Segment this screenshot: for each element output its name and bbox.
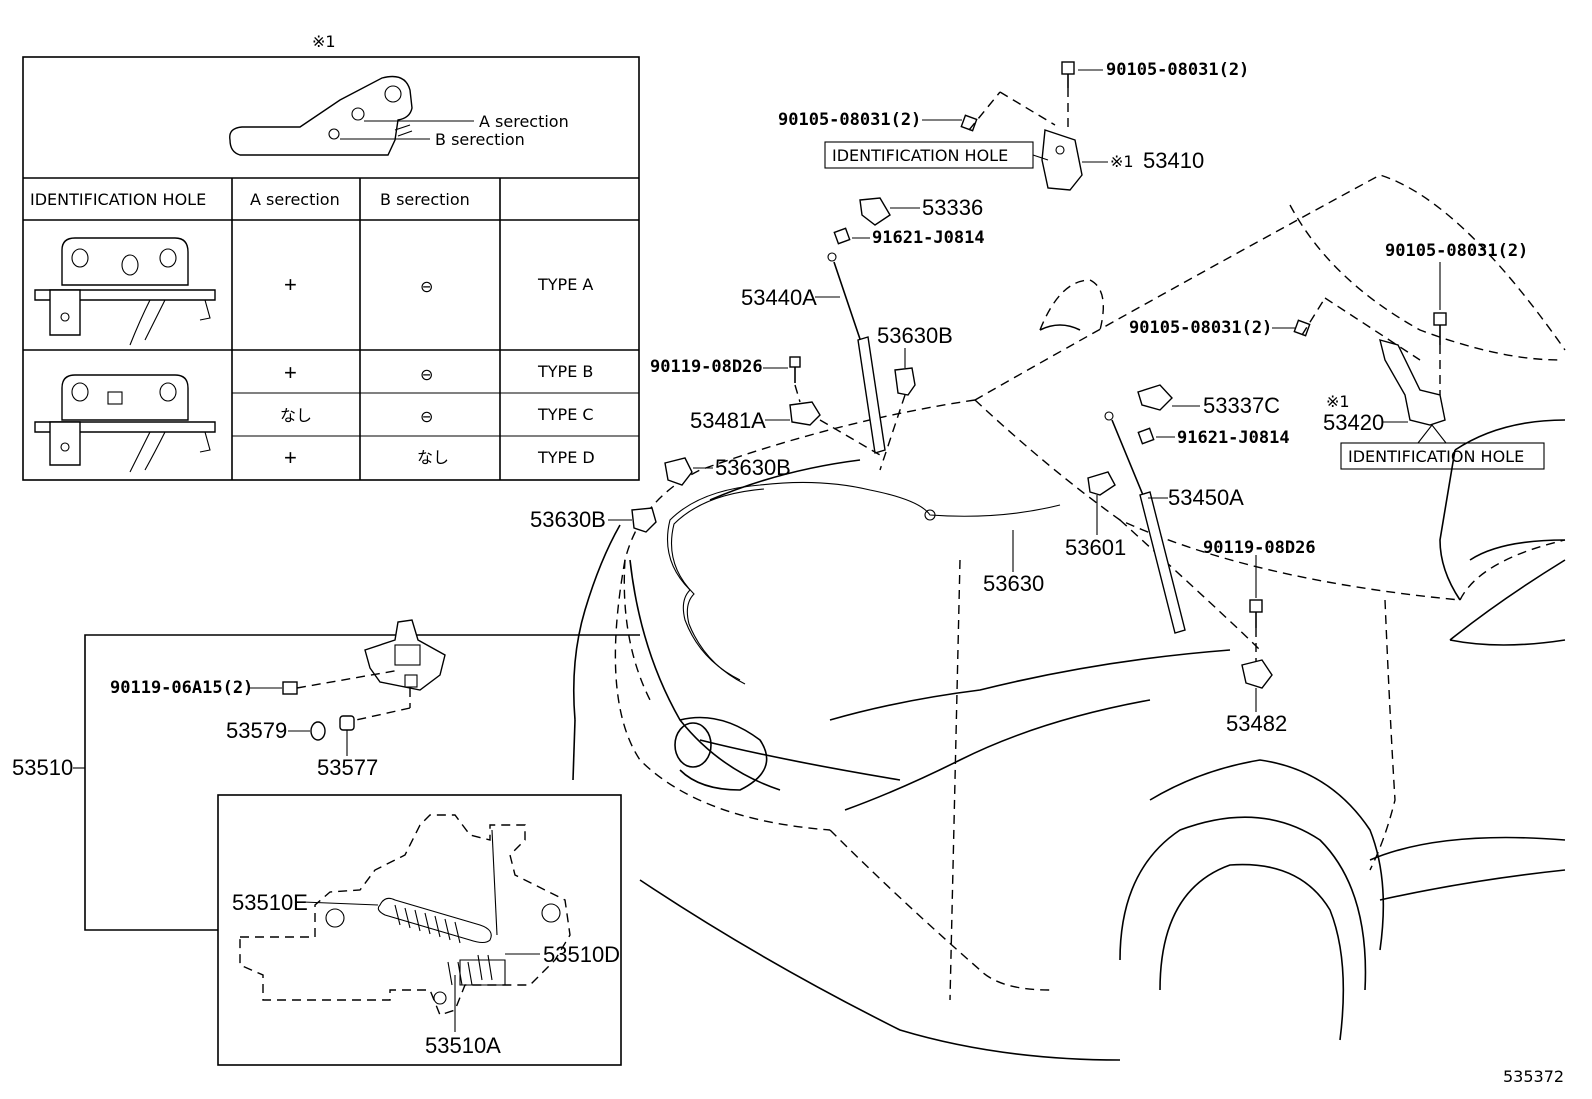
hood-support-53450A <box>1104 411 1186 634</box>
row3-a: なし <box>280 406 312 425</box>
label-53630B-top: 53630B <box>877 323 953 348</box>
hinge-53420 <box>1293 297 1447 426</box>
label-90105-right-top: 90105-08031(2) <box>1385 241 1528 261</box>
row4-b: なし <box>417 448 449 467</box>
label-53482: 53482 <box>1226 711 1287 736</box>
label-53579: 53579 <box>226 718 287 743</box>
bracket-53482 <box>1241 659 1273 689</box>
note-mark-53420: ※1 <box>1326 392 1350 411</box>
row4-type: TYPE D <box>537 448 595 467</box>
identification-table <box>22 56 640 481</box>
header-b-selection: B serection <box>380 190 470 209</box>
label-90119-06A15: 90119-06A15(2) <box>110 678 253 698</box>
label-53440A: 53440A <box>741 285 817 310</box>
row1-a: + <box>284 272 297 297</box>
label-53630B-mid: 53630B <box>715 455 791 480</box>
bolt-91621-b <box>1137 427 1155 445</box>
label-53630: 53630 <box>983 571 1044 596</box>
note-mark-53410: ※1 <box>1110 152 1134 171</box>
hinge-sketch-type-bcd <box>34 374 216 473</box>
label-90105-right-left: 90105-08031(2) <box>1129 318 1272 338</box>
bolt-90119-a <box>789 356 801 368</box>
row3-type: TYPE C <box>537 405 594 424</box>
label-53510: 53510 <box>12 755 73 780</box>
lever-53601 <box>1087 471 1116 496</box>
label-90119-08D26-a: 90119-08D26 <box>650 357 763 377</box>
hood-support-53440A <box>827 252 886 454</box>
row3-b: ⊖ <box>420 407 433 426</box>
clip-53630B-left <box>631 507 657 533</box>
label-90105-left: 90105-08031(2) <box>778 110 921 130</box>
row1-type: TYPE A <box>537 275 593 294</box>
bolt-90119-b <box>1249 599 1263 613</box>
label-53420: 53420 <box>1323 410 1384 435</box>
label-91621-b: 91621-J0814 <box>1177 428 1290 448</box>
bracket-53337C <box>1137 384 1173 411</box>
label-53510A: 53510A <box>425 1033 501 1058</box>
cushion-53579 <box>310 721 326 741</box>
label-90105-top: 90105-08031(2) <box>1106 60 1249 80</box>
label-53450A: 53450A <box>1168 485 1244 510</box>
row4-a: + <box>284 445 297 470</box>
label-91621-a: 91621-J0814 <box>872 228 985 248</box>
bumper-53577 <box>339 715 355 731</box>
row1-b: ⊖ <box>420 277 433 296</box>
vehicle-outline <box>572 174 1566 1061</box>
hood-lock-assembly <box>73 619 640 931</box>
row2-b: ⊖ <box>420 365 433 384</box>
header-a-selection: A serection <box>250 190 340 209</box>
bracket-53336 <box>833 197 891 245</box>
identification-hole-label-2: IDENTIFICATION HOLE <box>1348 447 1524 466</box>
label-53601: 53601 <box>1065 535 1126 560</box>
bolt-90119-06A15 <box>282 681 298 695</box>
diagram-number: 535372 <box>1503 1067 1564 1086</box>
clip-53630B-mid <box>664 457 693 486</box>
b-selection-label: B serection <box>435 130 525 149</box>
label-53336: 53336 <box>922 195 983 220</box>
lock-detail-inset <box>217 794 622 1066</box>
a-selection-label: A serection <box>479 112 569 131</box>
bracket-53481A <box>789 401 821 426</box>
hinge-53410 <box>960 61 1083 191</box>
clip-53630B-top <box>894 367 916 396</box>
hinge-sketch-type-a <box>34 237 216 346</box>
header-identification-hole: IDENTIFICATION HOLE <box>30 190 206 209</box>
label-53577: 53577 <box>317 755 378 780</box>
label-53510E: 53510E <box>232 890 308 915</box>
label-53337C: 53337C <box>1203 393 1280 418</box>
row2-type: TYPE B <box>537 362 593 381</box>
label-53410: 53410 <box>1143 148 1204 173</box>
label-53481A: 53481A <box>690 408 766 433</box>
label-90119-08D26-b: 90119-08D26 <box>1203 538 1316 558</box>
identification-hole-label-1: IDENTIFICATION HOLE <box>832 146 1008 165</box>
release-cable-53630 <box>666 481 1061 685</box>
hinge-selection-diagram: A serection B serection <box>229 75 569 156</box>
row2-a: + <box>284 360 297 385</box>
note-mark: ※1 <box>312 32 336 51</box>
label-53630B-left: 53630B <box>530 507 606 532</box>
label-53510D: 53510D <box>543 942 620 967</box>
